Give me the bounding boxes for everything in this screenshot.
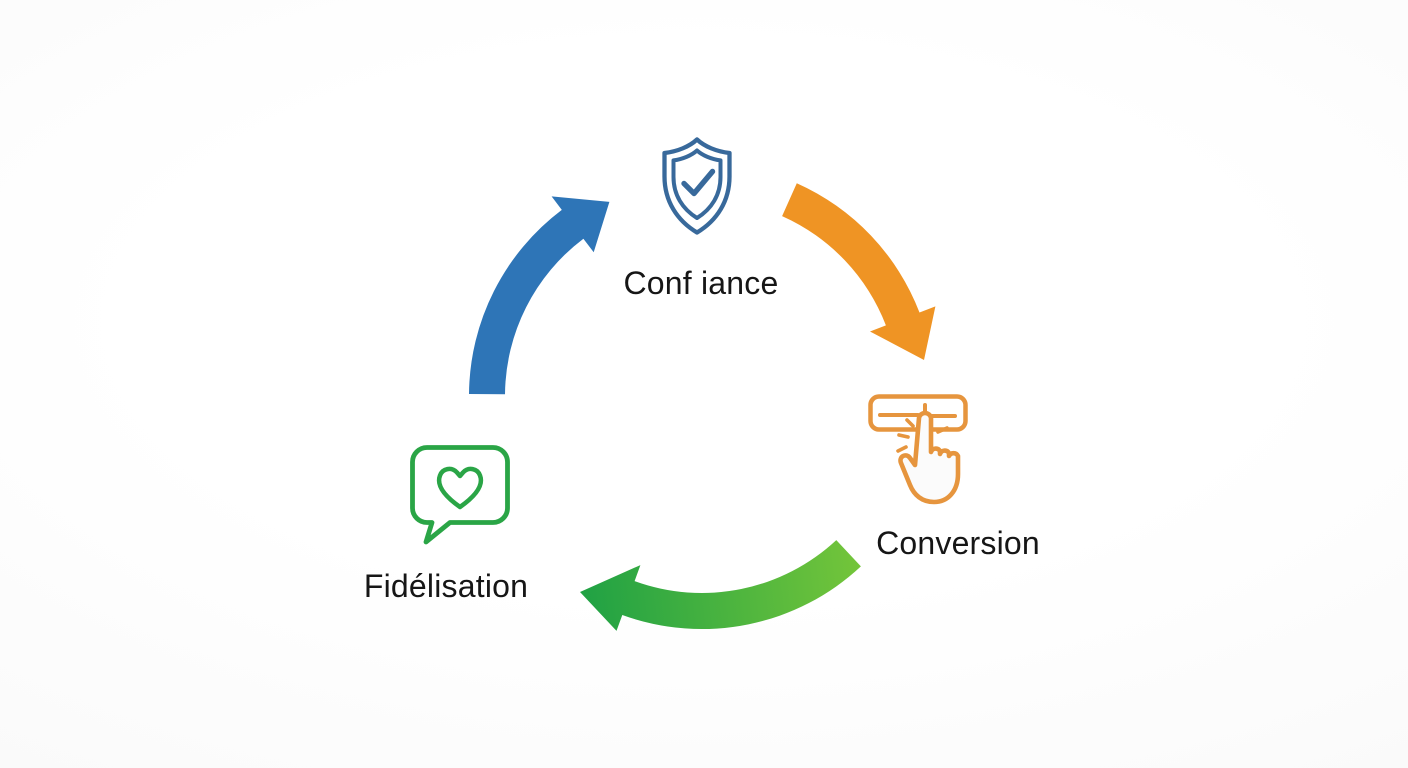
chat-heart-icon	[410, 445, 510, 545]
arrow-confiance-to-conversion-icon	[782, 183, 936, 360]
button-click-icon	[868, 394, 968, 505]
step-confiance: Conf iance	[576, 135, 826, 301]
shield-check-icon	[662, 137, 732, 235]
arrow-conversion-to-fidelisation-icon	[580, 540, 861, 631]
step-label-fidelisation: Fidélisation	[363, 568, 529, 604]
step-fidelisation: Fidélisation	[321, 445, 571, 604]
step-label-conversion: Conversion	[876, 525, 1040, 561]
step-label-confiance: Conf iance	[623, 265, 779, 301]
step-conversion: Conversion	[833, 394, 1083, 561]
arrow-fidelisation-to-confiance-icon	[469, 196, 610, 395]
